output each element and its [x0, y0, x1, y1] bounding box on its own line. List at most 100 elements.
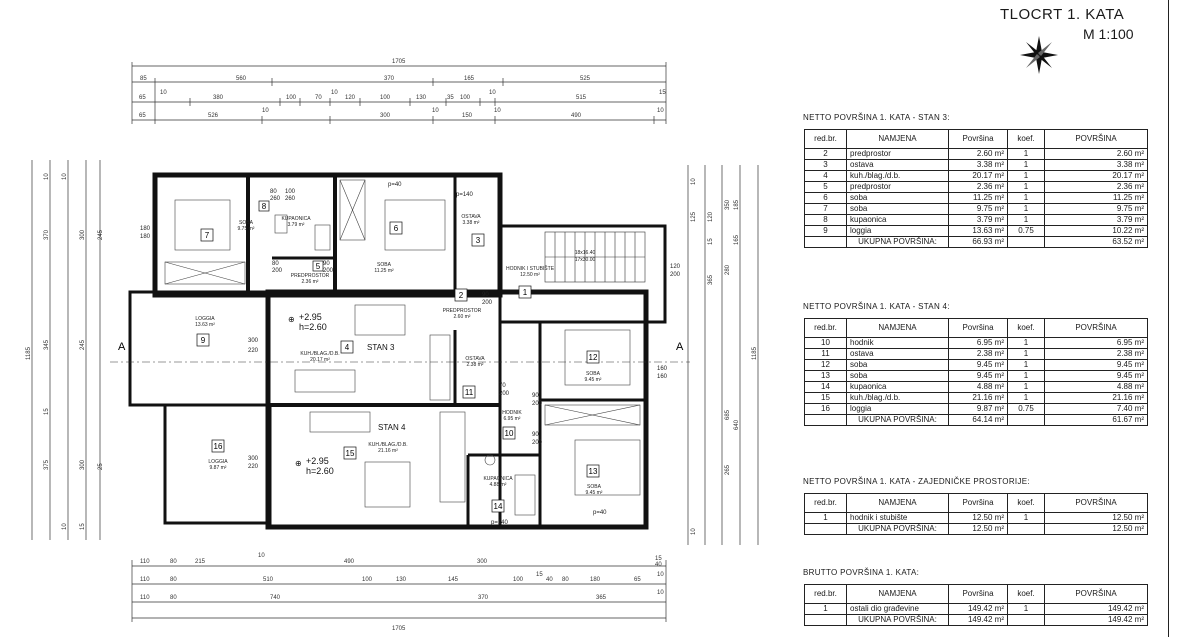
dim-label: 165 [734, 234, 740, 245]
svg-text:180: 180 [140, 234, 151, 240]
section-marker-left: A [118, 341, 126, 353]
dim-label: 65 [634, 577, 641, 583]
col-header: NAMJENA [846, 318, 949, 338]
table-header-row: red.br. NAMJENA Površina koef. POVRŠINA [804, 493, 1148, 513]
room-label: SOBA [377, 262, 392, 268]
col-header: NAMJENA [846, 129, 949, 149]
room-area: 9.87 m² [210, 465, 227, 471]
col-header: koef. [1007, 129, 1045, 149]
svg-text:200: 200 [323, 268, 334, 274]
room-label: HODNIK [502, 410, 522, 416]
right-dimension-lines [687, 165, 759, 545]
room-area: 9.45 m² [586, 490, 603, 496]
svg-text:300: 300 [248, 456, 259, 462]
room-area: 3.79 m² [288, 222, 305, 228]
svg-text:80: 80 [272, 261, 279, 267]
dim-label: 640 [734, 419, 740, 430]
svg-text:200: 200 [532, 440, 543, 446]
apartment-label-stan4: STAN 4 [378, 423, 406, 432]
dim-label: 65 [139, 113, 146, 119]
dim-label: 15 [80, 523, 86, 530]
room-number-4: 4 [340, 340, 354, 354]
dim-label: 130 [396, 577, 407, 583]
room-area: 2.38 m² [467, 362, 484, 368]
dim-label: 110 [140, 595, 150, 601]
dim-label: 145 [448, 577, 459, 583]
svg-text:16: 16 [214, 442, 223, 451]
stan4-table-title: NETTO POVRŠINA 1. KATA - STAN 4: [803, 302, 950, 311]
svg-text:200: 200 [482, 300, 493, 306]
common-table-title: NETTO POVRŠINA 1. KATA - ZAJEDNIČKE PROS… [803, 477, 1030, 486]
room-label: OSTAVA [465, 356, 485, 362]
col-header: NAMJENA [846, 493, 949, 513]
north-arrow-icon [1020, 36, 1058, 74]
dim-label: 1705 [392, 59, 406, 65]
room-number-13: 13 [586, 464, 600, 478]
room-label: LOGGIA [195, 316, 215, 322]
room-area: 9.45 m² [585, 377, 602, 383]
dim-label: 35 [447, 95, 454, 101]
room-area: 13.63 m² [195, 322, 215, 328]
dim-label: 375 [44, 459, 50, 470]
level-cross-icon: ⊕ [295, 459, 302, 468]
dim-label: 130 [416, 95, 427, 101]
top-dimension-lines [132, 65, 666, 121]
room-number-14: 14 [491, 499, 505, 513]
dim-label: 180 [590, 577, 601, 583]
room-label: OSTAVA [461, 214, 481, 220]
dim-label: 10 [657, 108, 664, 114]
common-area-table: red.br. NAMJENA Površina koef. POVRŠINA … [804, 493, 1148, 535]
col-header: red.br. [804, 318, 847, 338]
dim-label: 100 [513, 577, 524, 583]
svg-text:90: 90 [532, 432, 539, 438]
svg-text:120: 120 [670, 264, 681, 270]
room-label: PREDPROSTOR [443, 308, 482, 314]
brutto-table-title: BRUTTO POVRŠINA 1. KATA: [803, 568, 920, 577]
stair-spec: 17x30.00 [575, 257, 596, 263]
dim-label: 185 [734, 199, 740, 210]
room-label: KUPAONICA [483, 476, 513, 482]
dim-label: 10 [44, 173, 50, 180]
room-number-7: 7 [200, 228, 214, 242]
dim-label: 370 [478, 595, 489, 601]
dim-label: 165 [464, 76, 475, 82]
dim-label: 10 [657, 572, 664, 578]
dim-label: 300 [80, 229, 86, 240]
dim-label: 365 [596, 595, 607, 601]
room-area: 3.38 m² [463, 220, 480, 226]
level-cross-icon: ⊕ [288, 315, 295, 324]
svg-text:220: 220 [248, 464, 259, 470]
room-area: 21.16 m² [378, 448, 398, 454]
dim-label: 15 [659, 90, 666, 96]
dim-label: 380 [213, 95, 224, 101]
dim-label: 245 [98, 229, 104, 240]
svg-text:15: 15 [346, 449, 355, 458]
svg-text:200: 200 [532, 401, 543, 407]
dim-label: 10 [691, 528, 697, 535]
dim-label: 15 [655, 556, 662, 562]
stan3-area-table: red.br. NAMJENA Površina koef. POVRŠINA … [804, 129, 1148, 248]
room-label: HODNIK I STUBIŠTE [506, 265, 555, 272]
dim-label: 100 [380, 95, 391, 101]
dim-label: 300 [80, 459, 86, 470]
room-area: 4.88 m² [490, 482, 507, 488]
svg-text:90: 90 [482, 292, 489, 298]
dim-label: 215 [195, 559, 206, 565]
col-header: POVRŠINA [1044, 493, 1148, 513]
room-number-5: 5 [312, 260, 324, 272]
svg-text:220: 220 [248, 348, 259, 354]
dim-label: 1185 [752, 346, 758, 360]
dim-label: 10 [494, 108, 501, 114]
svg-text:90: 90 [323, 261, 330, 267]
dim-label: 265 [725, 464, 731, 475]
dim-label: 80 [562, 577, 569, 583]
dim-label: 80 [170, 559, 177, 565]
